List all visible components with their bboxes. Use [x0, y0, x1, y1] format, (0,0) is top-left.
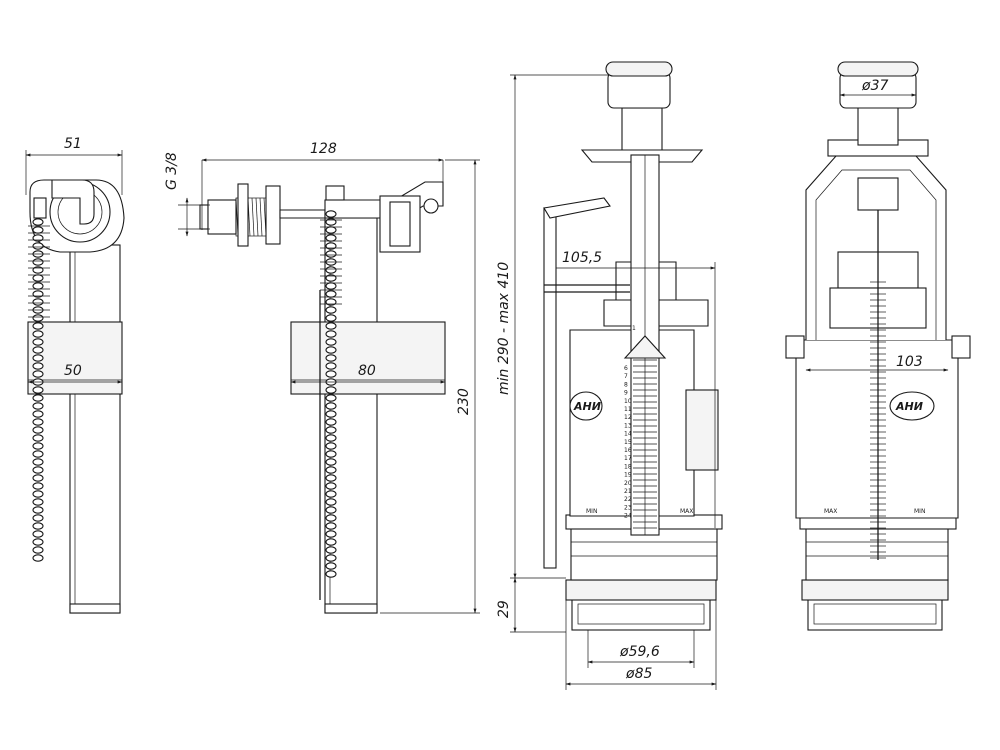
valve-chain-front: [320, 210, 342, 578]
drain-spring-right: [870, 210, 886, 560]
scale-number: 23: [624, 504, 632, 511]
dim-50: 50: [64, 363, 82, 379]
scale-number: 13: [624, 422, 632, 429]
scale-number: 10: [624, 398, 632, 405]
min-label-right: MIN: [914, 508, 925, 515]
scale-number: 20: [624, 480, 632, 487]
dim-128: 128: [310, 141, 337, 157]
scale-number: 7: [624, 373, 628, 380]
min-label-left: MIN: [586, 508, 597, 515]
scale-number: 18: [624, 463, 632, 470]
dimension-lines: [25, 74, 949, 690]
scale-number: 16: [624, 447, 632, 454]
dim-230: 230: [456, 388, 472, 415]
drain-valve-side-view: [785, 61, 971, 631]
logo-text-left: АНИ: [573, 400, 601, 413]
scale-number: 21: [624, 488, 632, 495]
scale-number: 17: [624, 455, 632, 462]
dim-g38: G 3/8: [164, 152, 180, 190]
dim-85: ø85: [625, 666, 652, 682]
dim-29: 29: [496, 600, 512, 618]
dim-59-6: ø59,6: [619, 644, 660, 660]
scale-number: 11: [624, 406, 632, 413]
dim-height-range: min 290 - max 410: [496, 262, 512, 395]
dim-105-5: 105,5: [562, 250, 602, 266]
fill-valve-side-view: [27, 179, 125, 614]
drain-valve-logo-right: АНИ: [889, 391, 935, 421]
scale-number: 12: [624, 414, 632, 421]
fill-valve-front-view: [199, 181, 446, 614]
dim-103: 103: [896, 354, 923, 370]
scale-number: 24: [624, 513, 632, 520]
dim-80: 80: [358, 363, 376, 379]
scale-number: 9: [624, 390, 628, 397]
scale-number: 22: [624, 496, 632, 503]
scale-top-label: 1: [632, 325, 636, 332]
dim-51: 51: [64, 136, 82, 152]
drain-valve-logo-left: АНИ: [569, 391, 603, 421]
scale-number: 15: [624, 439, 632, 446]
max-label-right: MAX: [824, 508, 837, 515]
max-label-left: MAX: [680, 508, 693, 515]
valve-chain-left: [28, 218, 50, 562]
scale-number: 19: [624, 472, 632, 479]
scale-number: 14: [624, 431, 632, 438]
dim-37: ø37: [861, 78, 888, 94]
drain-valve-front-view: [543, 61, 723, 631]
scale-number: 6: [624, 365, 628, 372]
scale-number: 8: [624, 381, 628, 388]
logo-text-right: АНИ: [895, 400, 923, 413]
